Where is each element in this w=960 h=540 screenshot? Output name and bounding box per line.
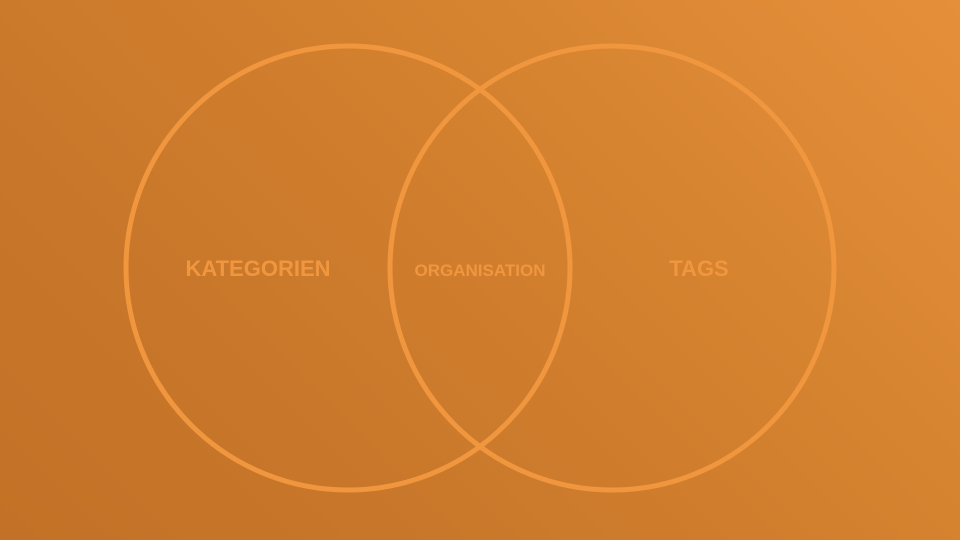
right-set-label: TAGS <box>669 256 728 281</box>
intersection-label: ORGANISATION <box>415 261 546 280</box>
venn-circle-left <box>123 43 573 493</box>
left-set-label: KATEGORIEN <box>185 256 330 281</box>
venn-circle-right <box>387 43 837 493</box>
